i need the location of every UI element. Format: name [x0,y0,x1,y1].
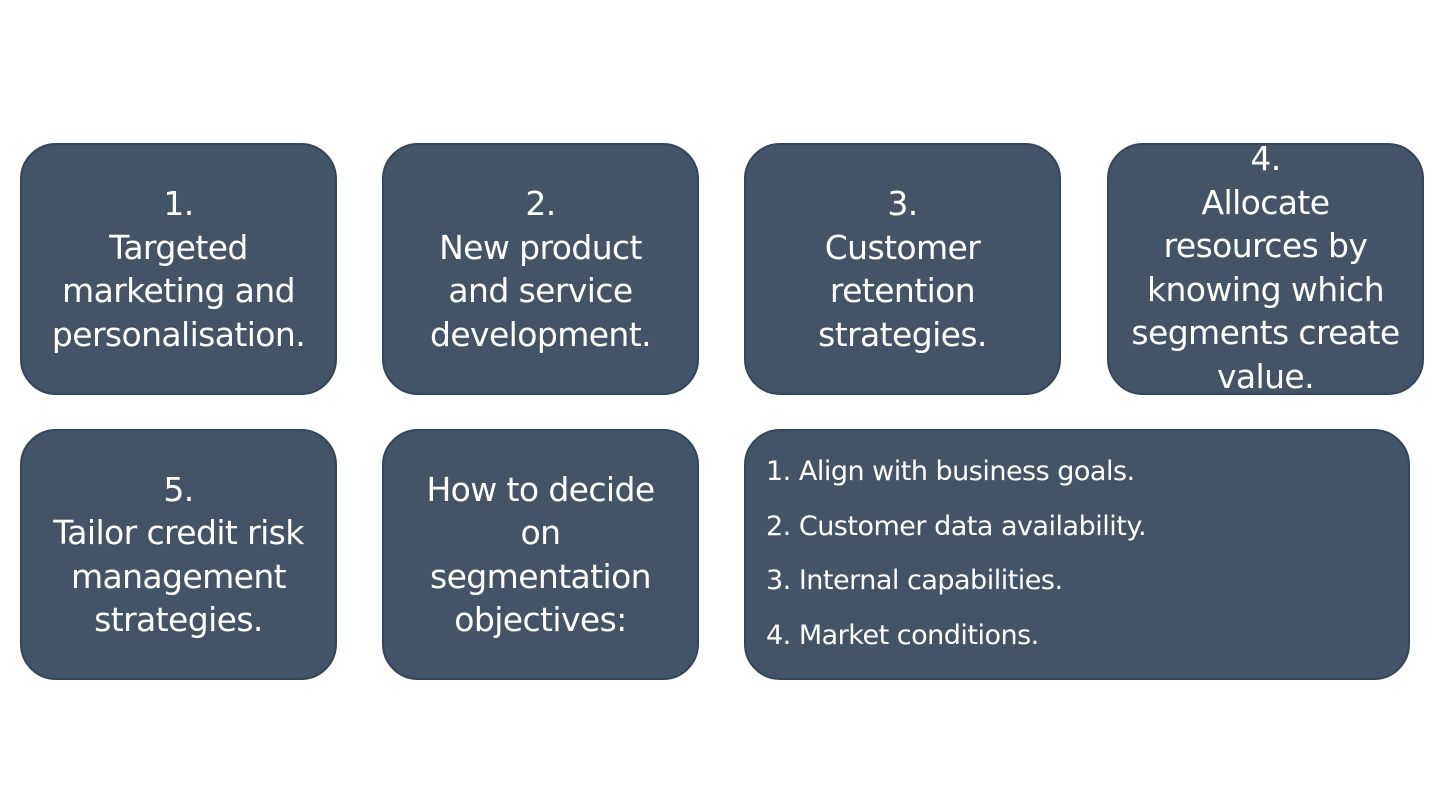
objective-card-4: 4. Allocate resources by knowing which s… [1107,143,1424,395]
objective-card-3: 3. Customer retention strategies. [744,143,1061,395]
card-text-line: How to decide [426,469,655,509]
criteria-list: 1. Align with business goals. 2. Custome… [766,445,1408,663]
card-text-line: objectives: [454,600,627,639]
card-number: 3. [887,184,918,223]
criteria-item: 2. Customer data availability. [766,510,1147,542]
card-text-line: Targeted [109,227,248,267]
card-text-line: marketing and [62,271,296,310]
card-number: 5. [163,469,194,509]
card-text-line: management [70,556,287,596]
card-text-line: and service [448,271,633,310]
decision-criteria-card: 1. Align with business goals. 2. Custome… [744,429,1410,680]
card-text-line: strategies. [94,600,263,639]
card-text-line: development. [430,314,652,354]
card-number: 1. [163,184,194,223]
card-number: 4. [1250,143,1281,178]
criteria-item: 4. Market conditions. [766,619,1039,651]
card-text-line: New product [439,227,642,267]
card-text-line: value. [1216,356,1315,395]
card-text-line: personalisation. [51,314,306,354]
objective-card-2: 2. New product and service development. [382,143,699,395]
card-text-line: Tailor credit risk [53,513,304,552]
decide-objectives-card: How to decide on segmentation objectives… [382,429,699,680]
criteria-item: 1. Align with business goals. [766,456,1135,487]
card-text-line: resources by [1163,226,1368,265]
card-text-line: Customer [824,227,981,267]
card-text-line: on [520,513,562,552]
card-text-line: strategies. [818,314,987,354]
card-text-line: segments create [1131,313,1400,352]
card-text-line: retention [829,271,976,310]
card-text-line: knowing which [1146,269,1385,309]
objective-card-1: 1. Targeted marketing and personalisatio… [20,143,337,395]
card-text-line: segmentation [430,556,652,596]
card-number: 2. [525,184,556,223]
objective-card-5: 5. Tailor credit risk management strateg… [20,429,337,680]
criteria-item: 3. Internal capabilities. [766,565,1063,596]
card-text-line: Allocate [1201,182,1331,222]
